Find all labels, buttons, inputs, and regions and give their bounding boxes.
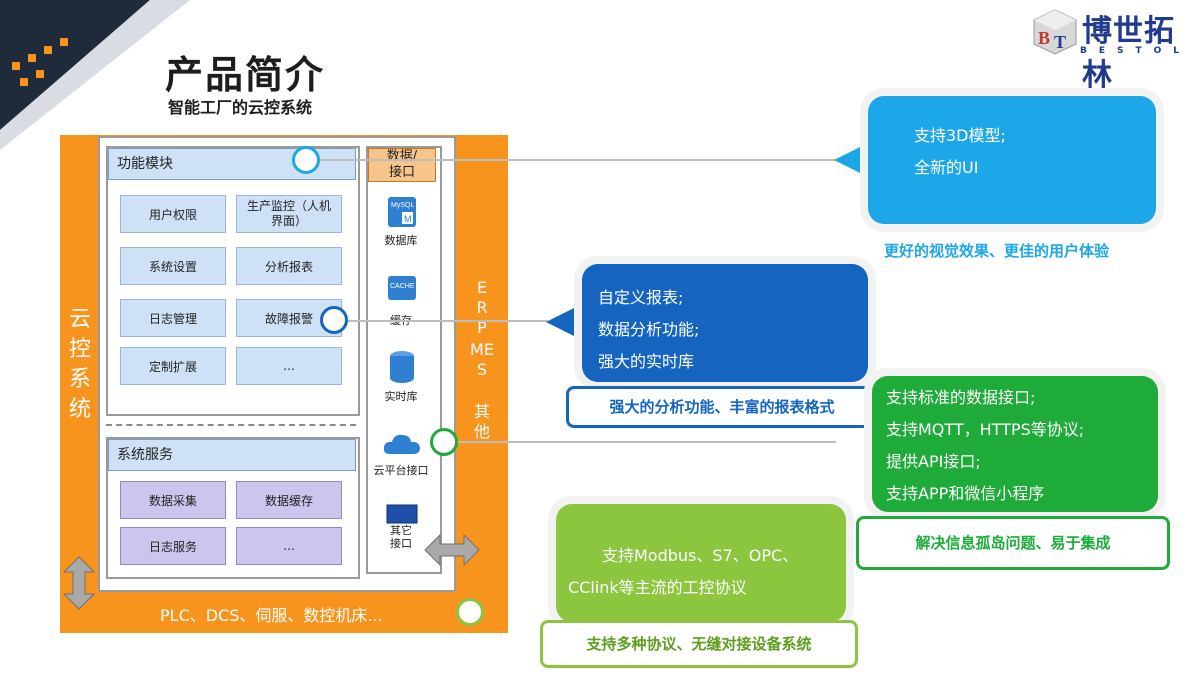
mes-text: MES bbox=[470, 340, 494, 379]
cache-icon: CACHE bbox=[388, 276, 416, 300]
service-data-cache: 数据缓存 bbox=[236, 481, 342, 519]
module-log-management: 日志管理 bbox=[120, 299, 226, 337]
callout-proto: 支持Modbus、S7、OPC、 CClink等主流的工控协议 bbox=[556, 504, 846, 622]
interface-realtime-label: 实时库 bbox=[384, 390, 418, 403]
interface-header-label: 数据/接口 bbox=[386, 149, 418, 180]
logo-text: 博世拓林 bbox=[1082, 14, 1175, 93]
device-bar-label: PLC、DCS、伺服、数控机床... bbox=[160, 606, 383, 625]
module-custom-extension: 定制扩展 bbox=[120, 347, 226, 385]
callout-proto-line-2: CClink等主流的工控协议 bbox=[568, 578, 747, 597]
connector-line-report bbox=[346, 320, 548, 322]
interface-other-label: 其它接口 bbox=[366, 524, 436, 550]
interface-database-label: 数据库 bbox=[384, 234, 418, 247]
callout-ui-caption: 更好的视觉效果、更佳的用户体验 bbox=[884, 242, 1110, 260]
page-title: 产品简介 bbox=[165, 53, 326, 97]
vertical-double-arrow-icon bbox=[62, 556, 96, 610]
callout-report-line-1: 自定义报表; bbox=[598, 288, 684, 307]
module-production-monitor: 生产监控（人机界面） bbox=[236, 195, 342, 233]
callout-report-caption: 强大的分析功能、丰富的报表格式 bbox=[566, 386, 878, 428]
corner-decoration bbox=[0, 0, 190, 150]
callout-iface-caption: 解决信息孤岛问题、易于集成 bbox=[856, 516, 1170, 570]
callout-iface-line-1: 支持标准的数据接口; bbox=[886, 388, 1036, 407]
module-divider bbox=[106, 424, 356, 426]
callout-report-pointer bbox=[546, 302, 586, 342]
connector-line-iface bbox=[456, 441, 836, 443]
callout-iface: 支持标准的数据接口; 支持MQTT，HTTPS等协议; 提供API接口; 支持A… bbox=[872, 376, 1158, 512]
connector-dot-report bbox=[320, 306, 348, 334]
other-text: 其他 bbox=[473, 402, 490, 441]
module-analysis-report: 分析报表 bbox=[236, 247, 342, 285]
cloud-system-label: 云控系统 bbox=[68, 307, 91, 422]
callout-report-line-3: 强大的实时库 bbox=[598, 352, 695, 371]
interface-header: 数据/接口 bbox=[368, 148, 436, 182]
callout-iface-line-3: 提供API接口; bbox=[886, 452, 981, 471]
callout-ui-pointer bbox=[834, 140, 874, 180]
mysql-icon-text: MySQL bbox=[391, 202, 414, 209]
other-label: 其他 bbox=[455, 402, 509, 442]
system-service-header: 系统服务 bbox=[108, 439, 356, 471]
callout-proto-caption: 支持多种协议、无缝对接设备系统 bbox=[540, 620, 858, 668]
connector-line-ui bbox=[318, 159, 836, 161]
mes-label: MES bbox=[455, 340, 509, 380]
callout-report: 自定义报表; 数据分析功能; 强大的实时库 bbox=[582, 264, 868, 382]
service-data-collection: 数据采集 bbox=[120, 481, 226, 519]
erp-text: ERP bbox=[476, 278, 488, 337]
callout-ui-line-2: 全新的UI bbox=[914, 158, 979, 177]
connector-dot-iface bbox=[430, 428, 458, 456]
realtime-db-icon bbox=[390, 351, 414, 383]
callout-iface-line-4: 支持APP和微信小程序 bbox=[886, 484, 1045, 503]
callout-proto-line-1: 支持Modbus、S7、OPC、 bbox=[602, 546, 799, 565]
callout-ui: 支持3D模型; 全新的UI bbox=[868, 96, 1156, 224]
module-production-monitor-label: 生产监控（人机界面） bbox=[247, 199, 332, 228]
svg-text:T: T bbox=[1054, 32, 1066, 52]
connector-dot-ui bbox=[292, 146, 320, 174]
logo-subtext: BESTOL bbox=[1080, 46, 1192, 56]
page-subtitle: 智能工厂的云控系统 bbox=[168, 98, 313, 117]
svg-text:B: B bbox=[1038, 28, 1050, 48]
callout-ui-line-1: 支持3D模型; bbox=[914, 126, 1006, 145]
callout-iface-line-2: 支持MQTT，HTTPS等协议; bbox=[886, 420, 1085, 439]
interface-other-text: 其它接口 bbox=[390, 524, 412, 550]
module-more: ... bbox=[236, 347, 342, 385]
cloud-icon bbox=[383, 434, 420, 454]
svg-text:M: M bbox=[404, 214, 412, 224]
connector-dot-proto bbox=[456, 598, 484, 626]
erp-label: ERP bbox=[455, 278, 509, 338]
logo-icon: B T bbox=[1033, 9, 1077, 55]
module-system-settings: 系统设置 bbox=[120, 247, 226, 285]
horizontal-double-arrow-icon bbox=[424, 533, 480, 567]
database-icon: MySQL M bbox=[388, 197, 416, 227]
callout-report-line-2: 数据分析功能; bbox=[598, 320, 700, 339]
service-more: ... bbox=[236, 527, 342, 565]
service-log: 日志服务 bbox=[120, 527, 226, 565]
module-user-permission: 用户权限 bbox=[120, 195, 226, 233]
cache-icon-text: CACHE bbox=[390, 283, 415, 290]
other-interface-icon bbox=[386, 504, 418, 524]
interface-cloud-label: 云平台接口 bbox=[373, 464, 429, 477]
